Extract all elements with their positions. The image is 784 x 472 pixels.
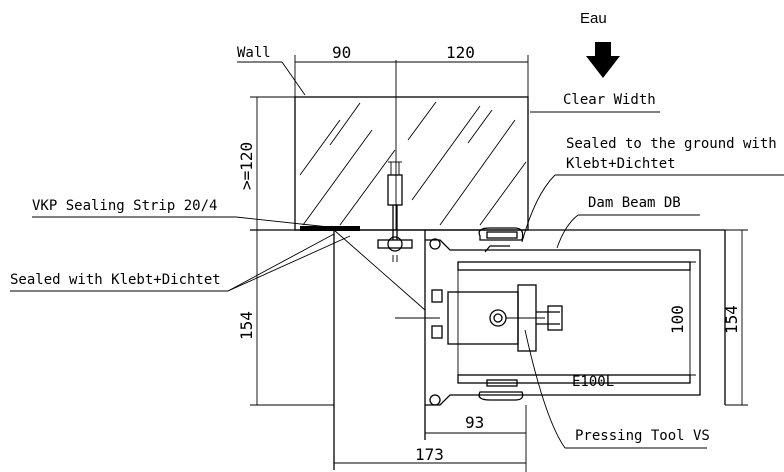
wall-dimension-lines: [250, 55, 529, 231]
dam-beam-leader: [556, 214, 579, 249]
dim-wall-left: 90: [332, 43, 351, 62]
dam-beam-profile: [425, 227, 701, 406]
sealed-with-leader-2: [227, 235, 351, 292]
label-vkp-strip: VKP Sealing Strip 20/4: [32, 198, 217, 214]
dim-frame-height-left: 154: [237, 311, 256, 340]
wall-leader: [281, 61, 306, 96]
dim-beam-height: 100: [668, 305, 687, 334]
pressing-tool: [447, 284, 563, 352]
dim-frame-height-right: 154: [722, 305, 741, 334]
right-dimension-lines: [620, 229, 748, 406]
bottom-dimension-lines: [334, 405, 527, 472]
label-sealed-ground-2: Klebt+Dichtet: [566, 156, 676, 172]
dim-wall-height: >=120: [237, 142, 256, 190]
dim-bottom-outer: 173: [415, 445, 444, 464]
sealed-with-leader-1: [227, 233, 335, 292]
label-sealed-with: Sealed with Klebt+Dichtet: [10, 272, 221, 288]
dim-wall-right: 120: [446, 43, 475, 62]
dim-bottom-inner: 93: [465, 413, 484, 432]
label-dam-beam: Dam Beam DB: [588, 195, 681, 211]
vkp-sealing-strip: [300, 226, 360, 231]
pressing-tool-leader: [524, 329, 566, 449]
label-sealed-ground-1: Sealed to the ground with: [566, 136, 777, 152]
ground-frame: [250, 229, 726, 470]
sealed-ground-leader: [521, 174, 556, 243]
wall-section: [294, 60, 529, 231]
flow-label: Eau: [580, 10, 607, 27]
anchor-bolt: [377, 161, 413, 262]
label-wall: Wall: [237, 45, 271, 61]
label-clear-width: Clear Width: [563, 92, 656, 108]
label-profile: E100L: [572, 374, 614, 390]
label-pressing-tool: Pressing Tool VS: [575, 428, 710, 444]
flow-arrow-icon: [586, 42, 620, 78]
